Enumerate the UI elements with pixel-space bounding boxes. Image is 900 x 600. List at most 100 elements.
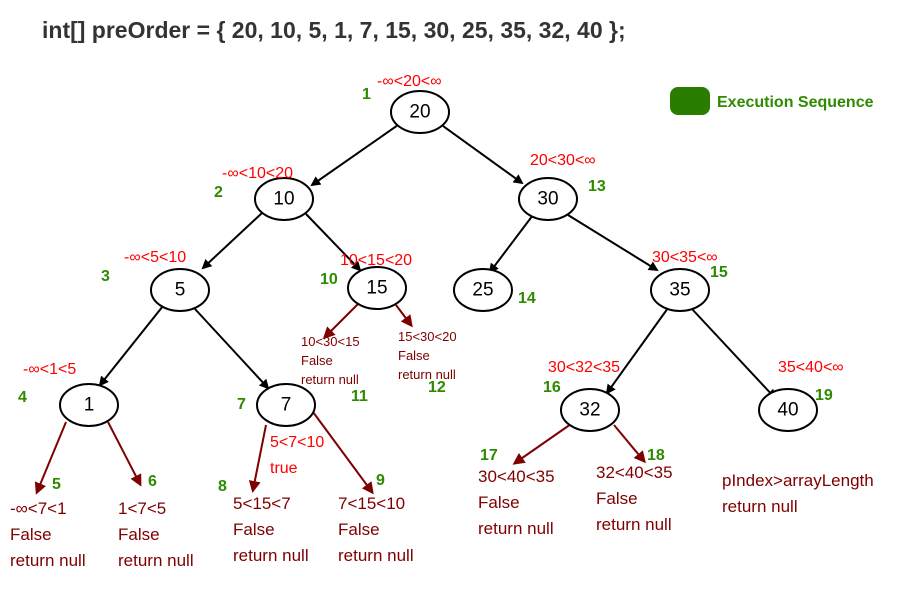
- execution-step-number: 17: [480, 447, 498, 464]
- node-circle: [150, 268, 210, 312]
- node-value: 15: [366, 278, 387, 299]
- null-check-line: False: [233, 520, 275, 539]
- range-constraint: true: [270, 460, 298, 477]
- range-constraint: 20<30<∞: [530, 152, 596, 169]
- execution-step-number: 6: [148, 473, 157, 490]
- null-check-line: return null: [596, 515, 672, 534]
- node-value: 10: [273, 189, 294, 210]
- node-circle: [453, 268, 513, 312]
- preorder-array-title: int[] preOrder = { 20, 10, 5, 1, 7, 15, …: [42, 17, 626, 43]
- null-check-line: return null: [722, 497, 798, 516]
- null-check-line: False: [10, 525, 52, 544]
- execution-step-number: 14: [518, 290, 536, 307]
- range-constraint: 35<40<∞: [778, 359, 844, 376]
- null-check-annotation: pIndex>arrayLength return null: [722, 471, 874, 516]
- null-check-line: 10<30<15: [301, 334, 360, 349]
- null-check-line: return null: [301, 372, 359, 387]
- tree-edge: [605, 307, 669, 395]
- null-check-line: pIndex>arrayLength: [722, 471, 874, 490]
- null-check-line: 30<40<35: [478, 467, 555, 486]
- tree-node: 32: [560, 388, 620, 432]
- node-value: 35: [669, 280, 690, 301]
- node-circle: [256, 383, 316, 427]
- execution-step-number: 3: [101, 268, 110, 285]
- legend-swatch: [670, 87, 710, 115]
- null-check-line: 15<30<20: [398, 329, 457, 344]
- node-circle: [650, 268, 710, 312]
- null-check-line: 7<15<10: [338, 494, 405, 513]
- execution-step-number: 5: [52, 476, 61, 493]
- null-check-line: False: [596, 489, 638, 508]
- range-constraint: -∞<1<5: [23, 361, 76, 378]
- null-check-line: False: [338, 520, 380, 539]
- null-branch-arrow: [248, 424, 267, 493]
- tree-edge: [567, 214, 659, 272]
- execution-step-number: 13: [588, 178, 606, 195]
- node-circle: [254, 177, 314, 221]
- range-constraint: -∞<20<∞: [377, 73, 442, 90]
- node-circle: [560, 388, 620, 432]
- execution-step-number: 10: [320, 271, 338, 288]
- null-check-line: return null: [338, 546, 414, 565]
- node-circle: [518, 177, 578, 221]
- tree-edge: [98, 305, 164, 387]
- tree-node: 5: [150, 268, 210, 312]
- null-check-line: return null: [118, 551, 194, 570]
- node-circle: [390, 90, 450, 134]
- null-branch-arrow: [322, 303, 359, 340]
- node-value: 20: [409, 102, 430, 123]
- tree-node: 35: [650, 268, 710, 312]
- range-constraint: 30<35<∞: [652, 249, 718, 266]
- execution-step-number: 8: [218, 478, 227, 495]
- execution-step-number: 19: [815, 387, 833, 404]
- tree-edge: [194, 308, 270, 390]
- tree-node: 25: [453, 268, 513, 312]
- tree-edge: [310, 124, 399, 187]
- range-constraint: 5<7<10: [270, 434, 324, 451]
- null-check-line: -∞<7<1: [10, 499, 67, 518]
- node-circle: [59, 383, 119, 427]
- null-check-line: False: [301, 353, 333, 368]
- execution-step-number: 7: [237, 396, 246, 413]
- range-constraint: 10<15<20: [340, 252, 412, 269]
- execution-step-number: 11: [351, 388, 368, 405]
- null-branch-arrow: [107, 421, 142, 487]
- null-check-line: 32<40<35: [596, 463, 673, 482]
- null-branch-arrow: [312, 411, 374, 495]
- node-value: 40: [777, 400, 798, 421]
- tree-edge: [201, 212, 263, 270]
- legend-label: Execution Sequence: [717, 94, 874, 111]
- execution-step-number: 9: [376, 472, 385, 489]
- node-value: 30: [537, 189, 558, 210]
- tree-node: 20: [390, 90, 450, 134]
- null-check-line: False: [478, 493, 520, 512]
- execution-step-number: 15: [710, 264, 728, 281]
- null-check-line: False: [398, 348, 430, 363]
- node-circle: [758, 388, 818, 432]
- null-check-line: 1<7<5: [118, 499, 166, 518]
- null-branch-arrow: [395, 304, 413, 328]
- execution-step-number: 1: [362, 86, 371, 103]
- node-value: 25: [472, 280, 493, 301]
- tree-edge: [442, 125, 524, 185]
- null-check-line: return null: [233, 546, 309, 565]
- node-value: 5: [175, 280, 186, 301]
- null-branch-arrow: [613, 424, 646, 464]
- tree-node: 15: [347, 266, 407, 310]
- node-value: 1: [84, 395, 95, 416]
- range-constraint: -∞<10<20: [222, 165, 293, 182]
- execution-step-number: 4: [18, 389, 27, 406]
- tree-node: 7: [256, 383, 316, 427]
- tree-node: 1: [59, 383, 119, 427]
- tree-edge: [305, 213, 362, 272]
- tree-edge: [691, 308, 777, 400]
- node-value: 32: [579, 400, 600, 421]
